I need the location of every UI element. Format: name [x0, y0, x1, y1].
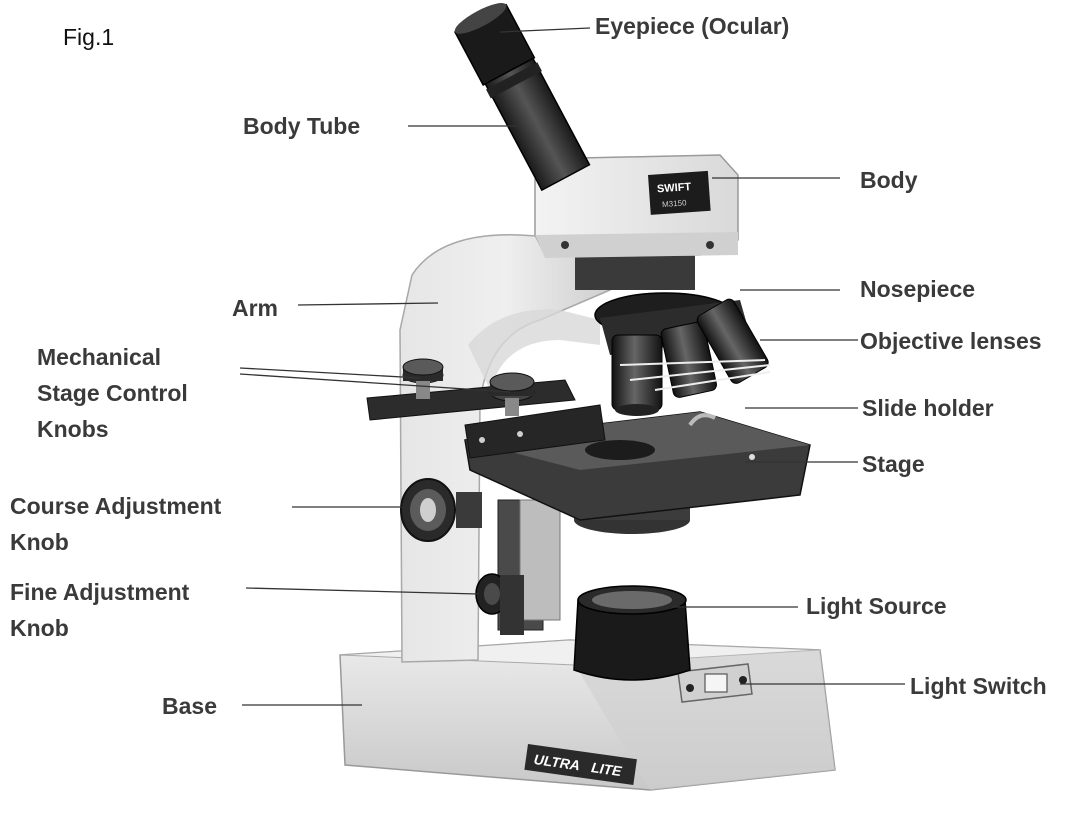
label-base: Base — [162, 692, 217, 720]
label-light-switch: Light Switch — [910, 672, 1047, 700]
label-light-source: Light Source — [806, 592, 947, 620]
label-nosepiece: Nosepiece — [860, 275, 975, 303]
leader-mech-1 — [240, 368, 420, 378]
label-body: Body — [860, 166, 918, 194]
label-slide-holder: Slide holder — [862, 394, 994, 422]
body-logo-text: SWIFT — [657, 181, 692, 195]
label-fine-line1: Fine Adjustment — [10, 578, 189, 606]
label-mechanical-line3: Knobs — [37, 415, 109, 443]
label-course-line2: Knob — [10, 528, 69, 556]
label-fine-line2: Knob — [10, 614, 69, 642]
body-model-text: M3150 — [662, 198, 688, 209]
figure-label: Fig.1 — [63, 24, 114, 51]
label-stage: Stage — [862, 450, 925, 478]
light-source-part — [574, 586, 690, 680]
label-objective-lenses: Objective lenses — [860, 327, 1042, 355]
label-body-tube: Body Tube — [243, 112, 360, 140]
fine-knob-part — [476, 574, 524, 635]
label-mechanical-line2: Stage Control — [37, 379, 188, 407]
label-mechanical-line1: Mechanical — [37, 343, 161, 371]
label-eyepiece: Eyepiece (Ocular) — [595, 12, 789, 40]
label-course-line1: Course Adjustment — [10, 492, 221, 520]
body-logo-plate: SWIFT M3150 — [648, 171, 711, 215]
label-arm: Arm — [232, 294, 278, 322]
